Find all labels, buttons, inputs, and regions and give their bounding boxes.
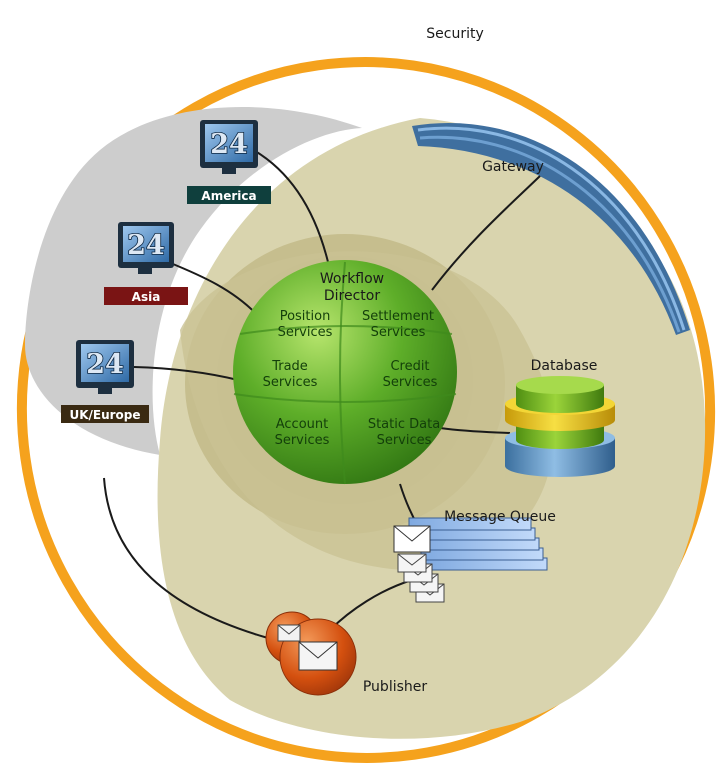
svg-text:Services: Services <box>278 325 333 340</box>
database[interactable] <box>505 376 615 477</box>
service-account: Account Services <box>275 417 330 448</box>
database-icon <box>505 376 615 477</box>
tag-america-text: America <box>201 189 256 203</box>
monitor-icon: 24 <box>200 120 258 174</box>
publisher-label: Publisher <box>363 679 428 695</box>
svg-text:24: 24 <box>127 230 165 261</box>
line-gateway-hub <box>431 175 541 291</box>
workflow-director-label-2: Director <box>324 288 380 304</box>
message-queue-label: Message Queue <box>444 509 556 525</box>
svg-text:Trade: Trade <box>271 359 308 374</box>
svg-text:Position: Position <box>280 309 331 324</box>
tag-uk-europe-text: UK/Europe <box>69 408 140 422</box>
terminal-uk-europe[interactable]: 24 UK/Europe <box>61 340 149 423</box>
message-queue[interactable] <box>393 517 548 603</box>
line-db-hub <box>439 427 511 434</box>
service-settlement: Settlement Services <box>362 309 434 340</box>
svg-text:Services: Services <box>377 433 432 448</box>
svg-text:Account: Account <box>276 417 329 432</box>
terminal-america[interactable]: 24 America <box>187 120 271 204</box>
line-asia-hub <box>167 261 261 319</box>
svg-text:Credit: Credit <box>390 359 429 374</box>
database-label: Database <box>531 358 598 374</box>
line-uk-publisher <box>103 477 269 639</box>
workflow-director-hub[interactable] <box>233 260 457 485</box>
tag-america <box>187 186 271 204</box>
tag-asia <box>104 287 188 305</box>
service-credit: Credit Services <box>383 359 438 390</box>
line-uk-hub <box>133 366 239 381</box>
svg-text:Static Data: Static Data <box>368 417 440 432</box>
queue-item <box>408 517 532 531</box>
svg-text:Services: Services <box>275 433 330 448</box>
service-position: Position Services <box>278 309 333 340</box>
service-static-data: Static Data Services <box>368 417 440 448</box>
publisher[interactable] <box>265 611 357 696</box>
security-label: Security <box>426 26 484 42</box>
svg-text:24: 24 <box>86 349 124 380</box>
svg-text:24: 24 <box>210 129 248 160</box>
svg-text:Services: Services <box>371 325 426 340</box>
workflow-director-label-1: Workflow <box>320 271 384 287</box>
service-trade: Trade Services <box>263 359 318 390</box>
envelope-icon <box>397 553 427 573</box>
monitor-icon: 24 <box>76 340 134 394</box>
envelope-icon <box>393 525 431 553</box>
envelope-icon <box>298 641 338 671</box>
gateway-label: Gateway <box>482 159 544 175</box>
monitor-icon: 24 <box>118 222 174 274</box>
gateway <box>412 122 690 335</box>
svg-text:Settlement: Settlement <box>362 309 434 324</box>
envelope-icon <box>277 624 301 642</box>
svg-text:Services: Services <box>263 375 318 390</box>
line-america-hub <box>249 147 329 263</box>
tag-asia-text: Asia <box>132 290 161 304</box>
terminal-asia[interactable]: 24 Asia <box>104 222 188 305</box>
tag-uk-europe <box>61 405 149 423</box>
svg-text:Services: Services <box>383 375 438 390</box>
